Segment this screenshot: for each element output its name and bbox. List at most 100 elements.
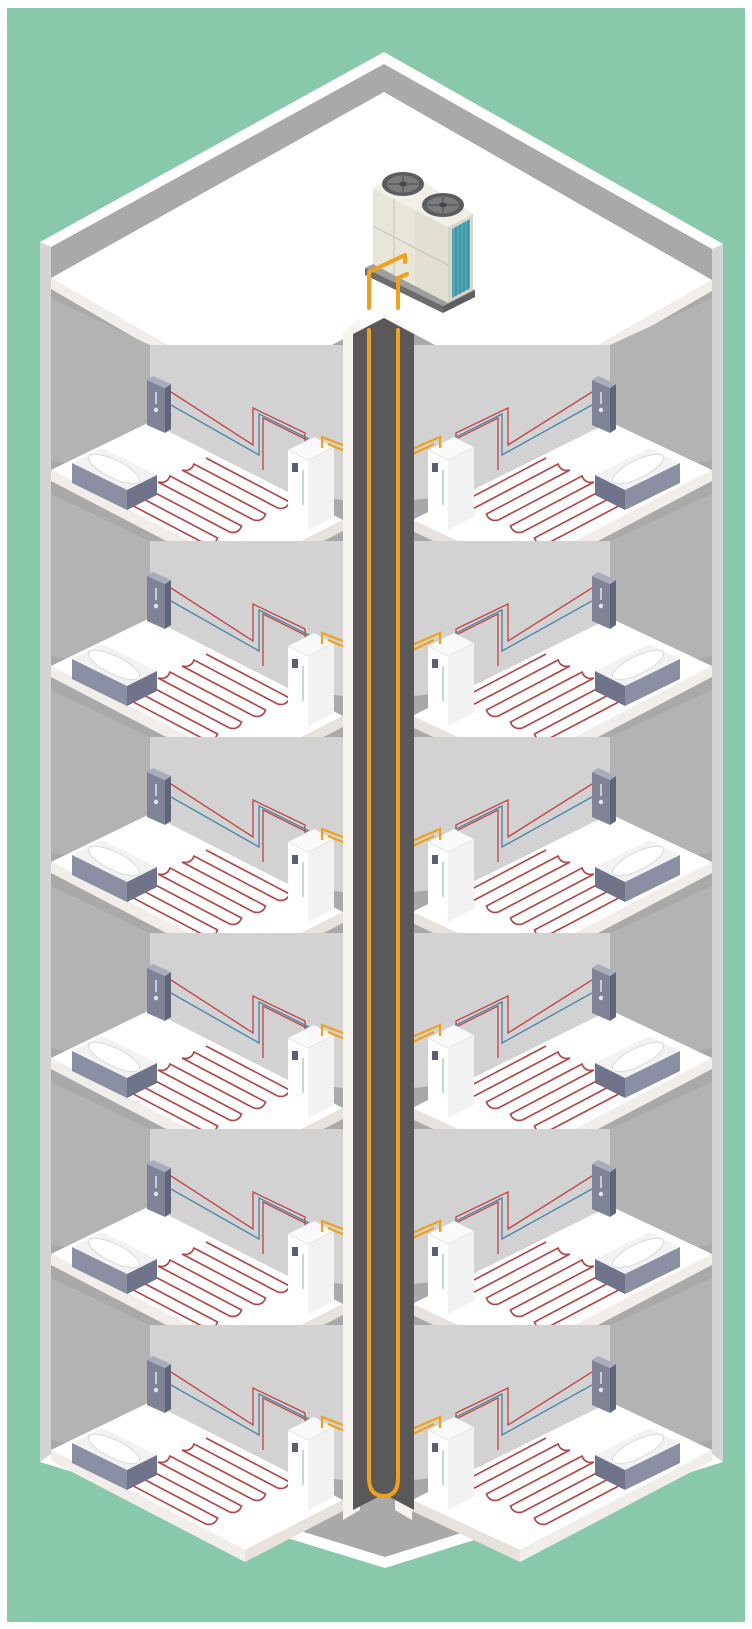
indoor-unit-display — [432, 1443, 438, 1452]
indoor-hydro-unit — [428, 437, 474, 530]
indoor-hydro-unit — [288, 829, 334, 922]
heater-dial — [154, 800, 158, 804]
indoor-unit-front — [288, 450, 308, 530]
heater-front — [147, 968, 165, 1021]
wall-mounted-water-heater — [592, 768, 616, 825]
indoor-unit-side — [448, 643, 474, 726]
shell-right-side-wall — [712, 244, 723, 1462]
indoor-unit-side — [448, 1035, 474, 1118]
wall-mounted-water-heater — [147, 1160, 171, 1217]
heater-side — [165, 972, 171, 1021]
shell-left-side-wall — [40, 242, 51, 1462]
heater-side — [165, 384, 171, 433]
indoor-hydro-unit — [288, 1221, 334, 1314]
indoor-unit-side — [448, 1427, 474, 1510]
heater-dial — [599, 408, 603, 412]
outdoor-unit-grille — [452, 219, 470, 298]
heater-side — [165, 580, 171, 629]
indoor-unit-side — [308, 839, 334, 922]
heater-side — [165, 1168, 171, 1217]
heater-front — [592, 380, 610, 433]
indoor-hydro-unit — [288, 633, 334, 726]
wall-mounted-water-heater — [147, 768, 171, 825]
heater-front — [147, 380, 165, 433]
indoor-hydro-unit — [428, 829, 474, 922]
wall-mounted-water-heater — [592, 1356, 616, 1413]
heater-side — [165, 1364, 171, 1413]
indoor-unit-front — [428, 1234, 448, 1314]
heater-side — [610, 1364, 616, 1413]
outdoor-unit-fan-left — [382, 172, 424, 196]
indoor-unit-side — [448, 1231, 474, 1314]
heater-front — [592, 968, 610, 1021]
indoor-unit-side — [448, 839, 474, 922]
heater-front — [592, 772, 610, 825]
heater-side — [610, 1168, 616, 1217]
indoor-unit-display — [432, 1247, 438, 1256]
heater-dial — [599, 1388, 603, 1392]
wall-mounted-water-heater — [147, 376, 171, 433]
wall-mounted-water-heater — [592, 376, 616, 433]
indoor-unit-front — [428, 1430, 448, 1510]
indoor-hydro-unit — [428, 1221, 474, 1314]
wall-mounted-water-heater — [592, 572, 616, 629]
wall-mounted-water-heater — [147, 1356, 171, 1413]
indoor-unit-side — [448, 447, 474, 530]
indoor-unit-front — [288, 646, 308, 726]
wall-mounted-water-heater — [592, 964, 616, 1021]
heater-side — [610, 776, 616, 825]
heater-dial — [599, 996, 603, 1000]
indoor-unit-front — [428, 450, 448, 530]
heater-dial — [154, 408, 158, 412]
heater-side — [610, 972, 616, 1021]
heater-front — [592, 576, 610, 629]
indoor-unit-display — [432, 463, 438, 472]
indoor-unit-side — [308, 1231, 334, 1314]
refrigerant-shaft — [343, 318, 414, 1520]
indoor-unit-front — [288, 1430, 308, 1510]
indoor-unit-side — [308, 1035, 334, 1118]
heater-front — [147, 576, 165, 629]
heater-dial — [154, 996, 158, 1000]
indoor-unit-front — [428, 842, 448, 922]
indoor-unit-display — [292, 1443, 298, 1452]
indoor-unit-side — [308, 643, 334, 726]
heater-front — [147, 772, 165, 825]
heater-side — [165, 776, 171, 825]
indoor-unit-display — [292, 1051, 298, 1060]
heater-dial — [599, 800, 603, 804]
heater-front — [147, 1164, 165, 1217]
indoor-unit-front — [428, 646, 448, 726]
indoor-unit-side — [308, 447, 334, 530]
indoor-hydro-unit — [288, 1025, 334, 1118]
indoor-unit-display — [292, 855, 298, 864]
heater-side — [610, 580, 616, 629]
indoor-hydro-unit — [428, 1025, 474, 1118]
shaft-core — [353, 318, 414, 1510]
indoor-unit-display — [432, 659, 438, 668]
indoor-unit-display — [292, 463, 298, 472]
indoor-unit-side — [308, 1427, 334, 1510]
wall-mounted-water-heater — [592, 1160, 616, 1217]
indoor-unit-display — [292, 1247, 298, 1256]
heater-dial — [599, 604, 603, 608]
wall-mounted-water-heater — [147, 572, 171, 629]
heater-side — [610, 384, 616, 433]
indoor-unit-front — [288, 842, 308, 922]
heater-front — [592, 1360, 610, 1413]
heater-dial — [154, 604, 158, 608]
indoor-hydro-unit — [288, 437, 334, 530]
indoor-hydro-unit — [288, 1417, 334, 1510]
heater-front — [147, 1360, 165, 1413]
indoor-unit-display — [292, 659, 298, 668]
heater-dial — [154, 1388, 158, 1392]
indoor-unit-front — [288, 1038, 308, 1118]
indoor-hydro-unit — [428, 1417, 474, 1510]
indoor-unit-display — [432, 1051, 438, 1060]
indoor-unit-front — [428, 1038, 448, 1118]
heater-dial — [599, 1192, 603, 1196]
heater-front — [592, 1164, 610, 1217]
indoor-hydro-unit — [428, 633, 474, 726]
